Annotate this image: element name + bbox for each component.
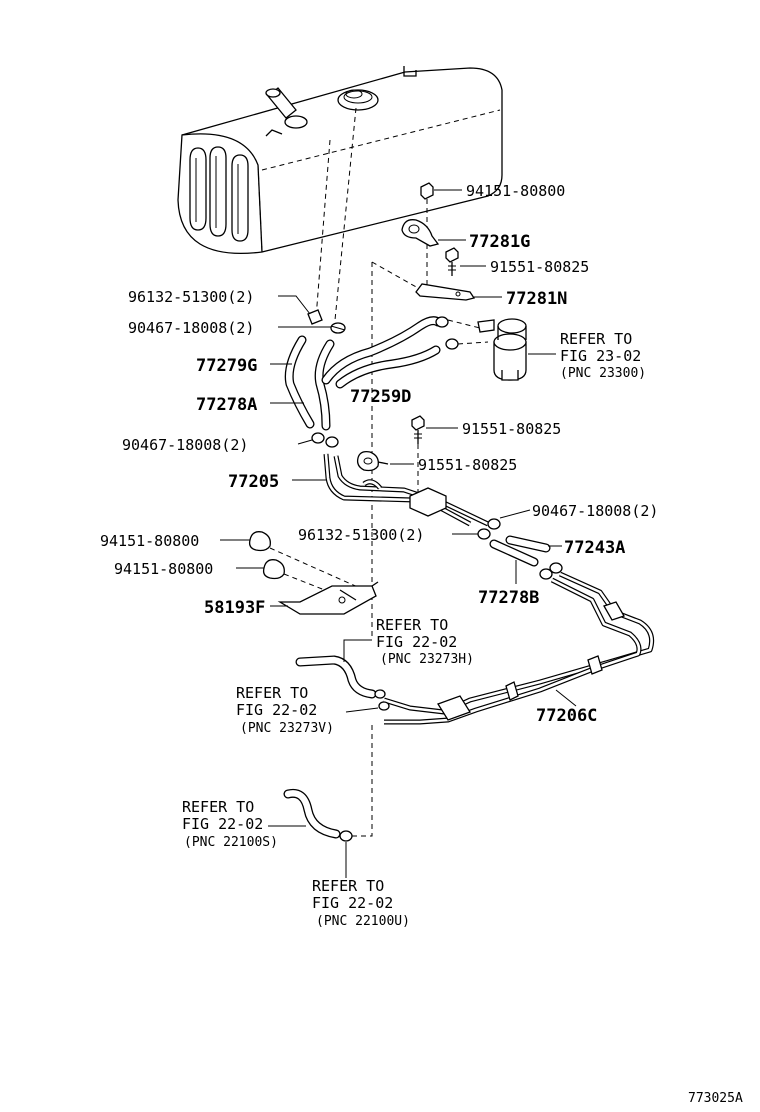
clamp-canister-2: [445, 338, 459, 350]
clamp-canister-1: [435, 316, 449, 328]
pipe-77206c: [383, 571, 655, 725]
refer-23273h-line3: (PNC 23273H): [380, 652, 474, 667]
refer-23273h-line2: FIG 22-02: [376, 633, 457, 651]
clamp-pipe-b: [539, 568, 553, 580]
cushion-upper: [248, 531, 271, 552]
part-label-77278a: 77278A: [196, 395, 257, 415]
part-label-91551-80825-lower: 91551-80825: [418, 456, 517, 474]
refer-fig-23-02-line1: REFER TO: [560, 330, 632, 348]
part-label-91551-80825-top: 91551-80825: [490, 258, 589, 276]
clamp-90467-lower-b: [325, 436, 339, 448]
part-label-77243a: 77243A: [564, 538, 625, 558]
part-label-91551-80825-middle: 91551-80825: [462, 420, 561, 438]
bracket-to-pipe-dashed: [371, 261, 419, 289]
hose-77279g: [284, 335, 335, 431]
figure-id: 773025A: [688, 1091, 743, 1106]
bolt-middle: [411, 415, 425, 494]
clamp-90467-right: [487, 518, 501, 530]
clamp-90467-upper: [330, 322, 346, 334]
part-label-77205: 77205: [228, 472, 279, 492]
part-label-90467-18008-right: 90467-18008(2): [532, 502, 658, 520]
part-label-94151-80800-upper-left: 94151-80800: [100, 532, 199, 550]
refer-23273v-line3: (PNC 23273V): [240, 721, 334, 736]
clip-96132-lower: [477, 528, 491, 540]
part-label-77281g: 77281G: [469, 232, 530, 252]
part-label-96132-51300-upper: 96132-51300(2): [128, 288, 254, 306]
clamp-90467-lower-a: [311, 432, 325, 444]
part-label-90467-18008-upper: 90467-18008(2): [128, 319, 254, 337]
part-label-58193f: 58193F: [204, 598, 265, 618]
refer-22100s-line3: (PNC 22100S): [184, 835, 278, 850]
bolt-top: [445, 247, 459, 276]
hose-77259d: [321, 316, 443, 389]
refer-23273v-line1: REFER TO: [236, 684, 308, 702]
clip-96132-upper: [307, 309, 323, 325]
refer-23273h-line1: REFER TO: [376, 616, 448, 634]
part-label-94151-80800-lower-left: 94151-80800: [114, 560, 213, 578]
refer-22100u-line2: FIG 22-02: [312, 894, 393, 912]
refer-fig-23-02-line2: FIG 23-02: [560, 347, 641, 365]
part-label-90467-18008-lower: 90467-18008(2): [122, 436, 248, 454]
pipe-77205: [323, 453, 490, 527]
hose-77243a: [489, 535, 551, 567]
clamp-pipe-a: [549, 562, 563, 574]
part-label-77206c: 77206C: [536, 706, 597, 726]
part-label-77281n: 77281N: [506, 289, 567, 309]
part-label-77279g: 77279G: [196, 356, 257, 376]
refer-22100u-line3: (PNC 22100U): [316, 914, 410, 929]
refer-22100u-line1: REFER TO: [312, 877, 384, 895]
part-label-77259d: 77259D: [350, 387, 411, 407]
clamp-77281g: [401, 219, 440, 247]
hose-ref-22100s: [283, 788, 353, 842]
fuel-tank: [177, 66, 503, 254]
refer-22100s-line1: REFER TO: [182, 798, 254, 816]
part-label-94151-80800-top: 94151-80800: [466, 182, 565, 200]
charcoal-canister: [477, 318, 527, 381]
refer-fig-23-02-line3: (PNC 23300): [560, 366, 646, 381]
vent-line-dashed: [334, 107, 357, 321]
refer-23273v-line2: FIG 22-02: [236, 701, 317, 719]
part-label-96132-51300-lower: 96132-51300(2): [298, 526, 424, 544]
bracket-58193f: [277, 581, 379, 615]
part-label-77278b: 77278B: [478, 588, 539, 608]
bracket-77281n: [415, 283, 476, 301]
bolt-grommet: [356, 450, 389, 472]
cushion-lower: [262, 559, 285, 580]
refer-22100s-line2: FIG 22-02: [182, 815, 263, 833]
hose-ref-23273h: [295, 655, 386, 699]
return-line-dashed: [315, 139, 331, 319]
clamp-ref-23273v: [378, 701, 390, 711]
